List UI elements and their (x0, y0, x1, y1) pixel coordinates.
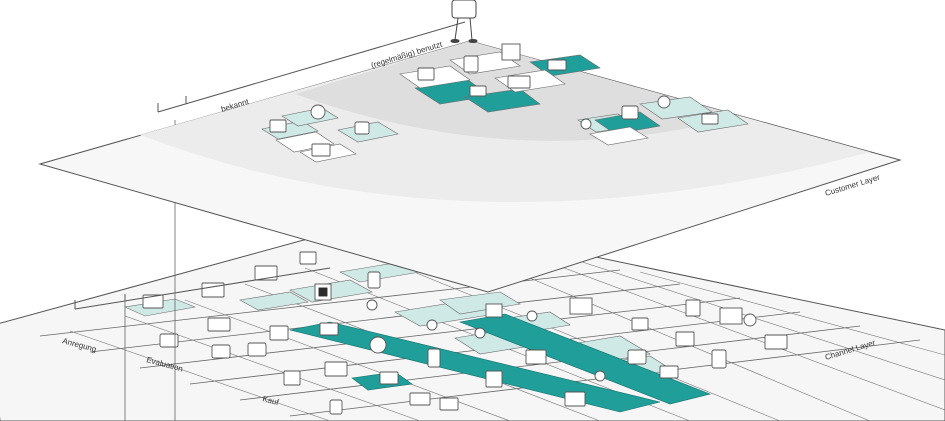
customer-bracket (157, 21, 466, 113)
person-icon (526, 310, 538, 322)
cell-light (261, 120, 319, 140)
store-icon (764, 334, 788, 350)
person-icon (474, 327, 486, 339)
store-icon (409, 392, 431, 406)
store-icon (439, 397, 459, 411)
gift-box-icon (485, 303, 503, 318)
cart-icon (547, 59, 567, 71)
speech-bubble-icon (657, 95, 671, 109)
app-icon (211, 344, 231, 359)
row-label-kauf: Kauf (261, 394, 280, 407)
app-icon (354, 121, 370, 135)
tv-icon (299, 251, 317, 265)
store-icon (507, 75, 531, 89)
tv-icon (379, 371, 399, 385)
phone-icon (427, 348, 441, 368)
megaphone-icon (685, 299, 701, 317)
app-icon (159, 333, 179, 348)
person-icon (426, 319, 438, 331)
phone-icon (463, 55, 479, 73)
newspaper-icon (311, 143, 331, 157)
laptop-icon (207, 317, 231, 332)
cell-plain (589, 126, 649, 146)
speech-bubble-icon (369, 336, 387, 354)
newspaper-icon (469, 85, 487, 97)
newspaper-icon (485, 370, 503, 388)
laptop-icon (701, 113, 719, 125)
channel-icons (142, 251, 788, 415)
channel-layer: Anregung Evaluation Kauf Channel Layer (0, 214, 945, 421)
channel-bracket (74, 267, 331, 310)
phone-icon (367, 271, 381, 289)
tv-icon (417, 67, 435, 81)
laptop-icon (269, 119, 287, 133)
cell-light (239, 291, 309, 311)
person-icon (580, 118, 592, 130)
phone-icon (329, 399, 343, 415)
gift-box-icon (719, 307, 743, 325)
rubiks-cube-icon (501, 43, 521, 61)
newspaper-icon (269, 325, 289, 341)
person-figure-icon (450, 0, 478, 43)
laptop-icon (201, 282, 225, 298)
person-icon (366, 299, 378, 311)
newspaper-icon (564, 391, 586, 407)
person-icon (743, 313, 757, 327)
speech-bubble-icon (310, 104, 326, 120)
person-icon (594, 370, 606, 382)
app-icon (621, 105, 639, 120)
gift-box-icon (569, 297, 593, 315)
envelope-icon (319, 322, 339, 336)
store-icon (254, 265, 278, 281)
app-icon (627, 349, 647, 365)
newspaper-icon (142, 294, 164, 309)
envelope-icon (525, 349, 547, 365)
laptop-icon (659, 365, 679, 379)
phone-icon (711, 349, 727, 369)
qr-code-inner-icon (318, 287, 328, 297)
newspaper-icon (283, 370, 301, 386)
cell-plain (275, 131, 335, 153)
store-icon (324, 361, 348, 377)
app-icon (247, 342, 267, 357)
customer-icons (269, 43, 719, 157)
laptop-icon (631, 317, 649, 331)
laptop-icon (675, 331, 695, 347)
customer-layer: bekannt (regelmäßig) benutzt Customer La… (38, 21, 902, 293)
cell-light (439, 291, 521, 315)
